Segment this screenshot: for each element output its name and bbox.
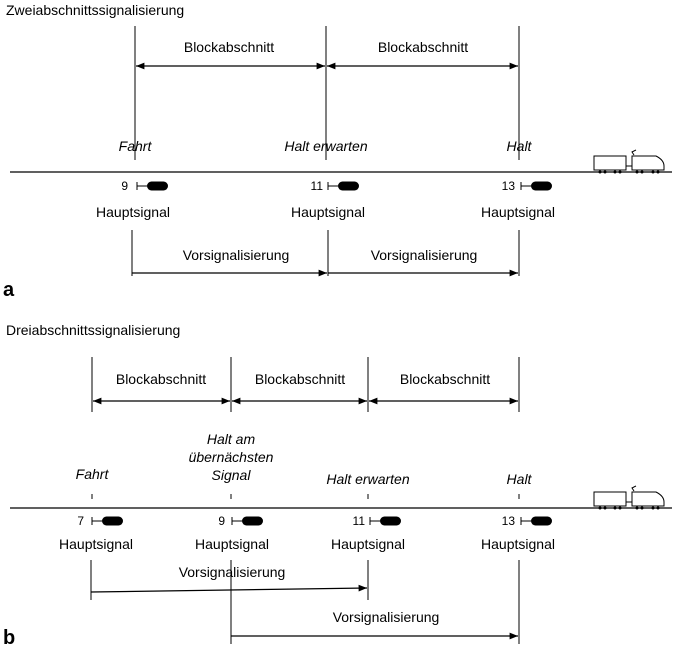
signal-label: Hauptsignal	[96, 204, 170, 220]
signal-label: Hauptsignal	[59, 536, 133, 552]
signal-label: Hauptsignal	[481, 536, 555, 552]
aspect-label: übernächsten	[189, 449, 274, 465]
aspect-label: Halt	[507, 138, 533, 154]
distant-label: Vorsignalisierung	[179, 564, 286, 580]
signal-number: 9	[121, 179, 128, 193]
signal-number: 7	[77, 514, 84, 528]
distant-label: Vorsignalisierung	[371, 247, 478, 263]
panel-a-letter: a	[3, 279, 15, 301]
signal-number: 13	[502, 179, 516, 193]
train-icon	[593, 149, 665, 174]
panel-b: Dreiabschnittssignalisierung Blockabschn…	[3, 322, 672, 649]
signal-icon	[231, 516, 264, 526]
signal-number: 11	[311, 179, 324, 193]
panel-b-title: Dreiabschnittssignalisierung	[6, 322, 180, 338]
signal-icon	[136, 181, 169, 191]
panel-a: Zweiabschnittssignalisierung Blockabschn…	[3, 2, 672, 301]
distant-label: Vorsignalisierung	[183, 247, 290, 263]
signal-label: Hauptsignal	[195, 536, 269, 552]
aspect-label: Halt am	[207, 431, 256, 447]
aspect-label: Halt	[507, 471, 533, 487]
signal-label: Hauptsignal	[331, 536, 405, 552]
panel-b-letter: b	[3, 627, 15, 649]
block-label: Blockabschnitt	[255, 371, 345, 387]
aspect-label: Signal	[212, 467, 252, 483]
signal-label: Hauptsignal	[481, 204, 555, 220]
train-icon	[593, 485, 665, 510]
aspect-label: Halt erwarten	[284, 138, 367, 154]
signal-label: Hauptsignal	[291, 204, 365, 220]
signal-icon	[369, 516, 402, 526]
signal-number: 9	[218, 514, 225, 528]
panel-a-title: Zweiabschnittssignalisierung	[6, 2, 184, 18]
signal-icon	[520, 181, 553, 191]
signal-icon	[520, 516, 553, 526]
distant-arrow	[90, 584, 368, 593]
distant-label: Vorsignalisierung	[333, 609, 440, 625]
block-label: Blockabschnitt	[378, 39, 468, 55]
block-label: Blockabschnitt	[400, 371, 490, 387]
signal-icon	[327, 181, 360, 191]
block-label: Blockabschnitt	[184, 39, 274, 55]
signal-number: 11	[353, 514, 366, 528]
aspect-label: Fahrt	[76, 466, 110, 482]
signal-number: 13	[502, 514, 516, 528]
aspect-label: Fahrt	[119, 138, 153, 154]
signal-icon	[91, 516, 124, 526]
aspect-label: Halt erwarten	[326, 471, 409, 487]
block-label: Blockabschnitt	[116, 371, 206, 387]
